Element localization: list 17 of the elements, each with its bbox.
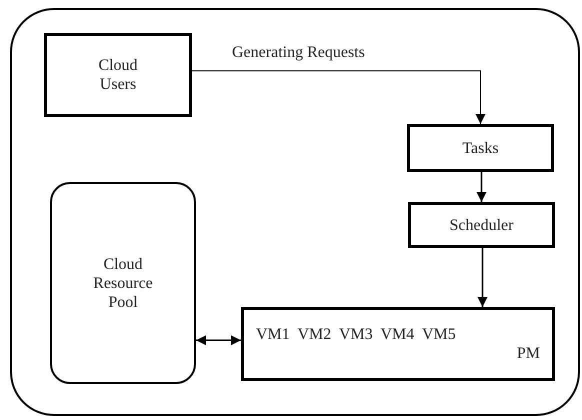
frame-box bbox=[10, 8, 580, 416]
process-box bbox=[408, 202, 555, 248]
edge-label: Generating Requests bbox=[232, 44, 365, 62]
node-text: Cloud Resource Pool bbox=[92, 254, 154, 312]
node-text: Tasks bbox=[461, 138, 500, 158]
process-box bbox=[44, 33, 192, 117]
process-box bbox=[241, 307, 555, 381]
arrow bbox=[196, 335, 241, 346]
node-text: PM bbox=[516, 344, 540, 363]
arrow bbox=[478, 248, 488, 307]
arrow bbox=[476, 172, 486, 202]
process-box bbox=[407, 124, 554, 172]
node-text: Scheduler bbox=[448, 216, 514, 234]
rounded-box bbox=[50, 182, 196, 384]
node-text: Cloud Users bbox=[97, 56, 139, 94]
node-text: VM1 VM2 VM3 VM4 VM5 bbox=[256, 325, 457, 344]
arrow bbox=[192, 70, 486, 124]
